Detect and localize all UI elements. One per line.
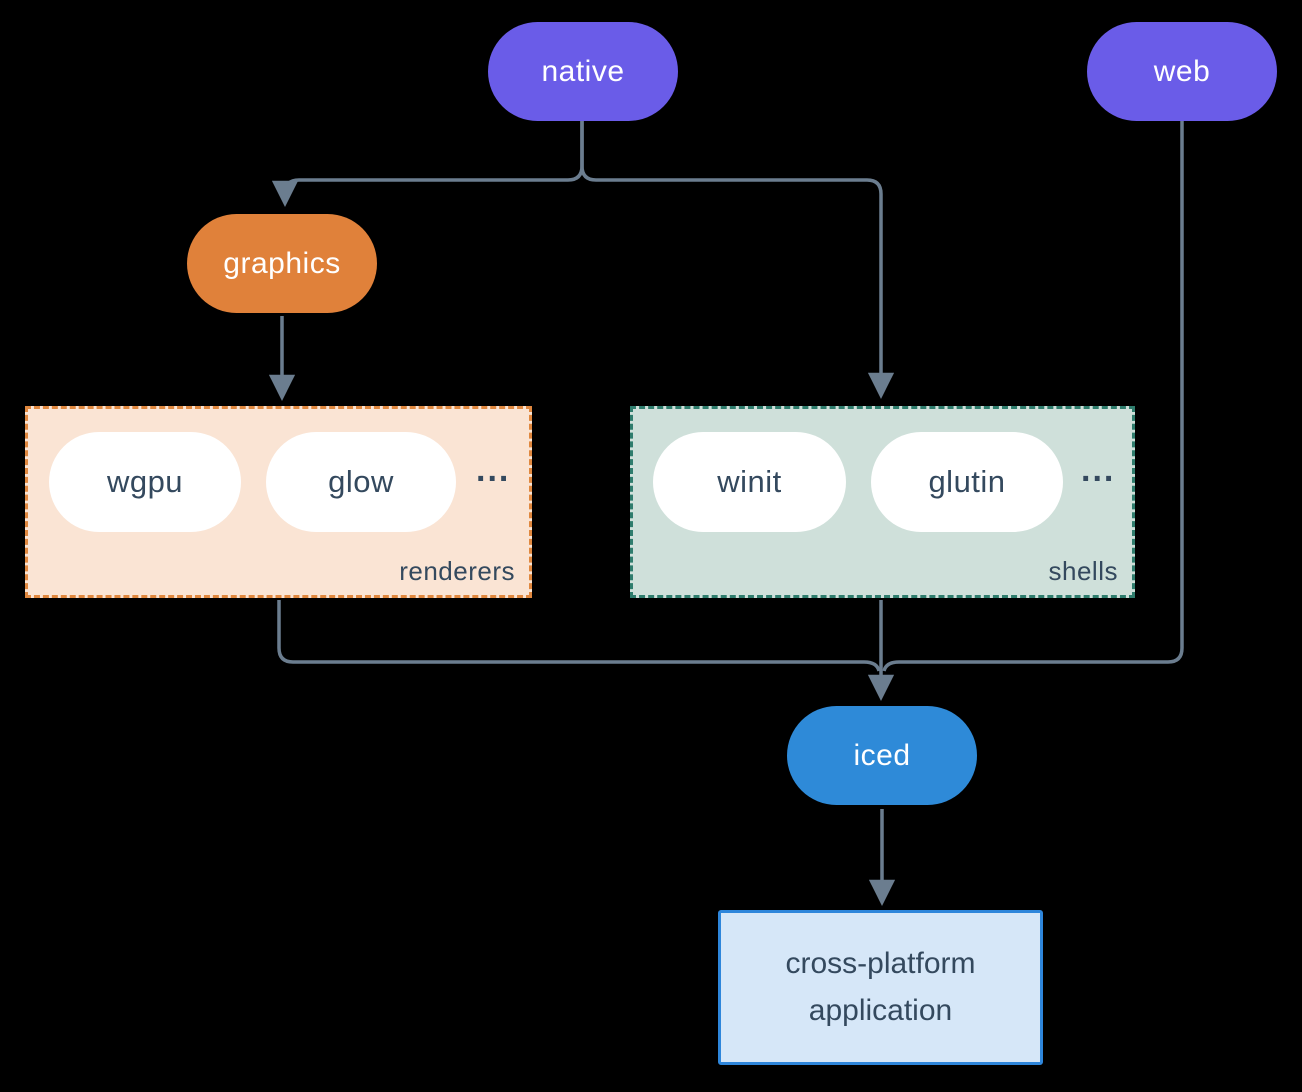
- node-glutin-label: glutin: [928, 464, 1006, 499]
- node-wgpu-label: wgpu: [106, 464, 184, 499]
- node-winit-label: winit: [717, 464, 782, 499]
- node-cross-platform-application: cross-platform application: [718, 910, 1043, 1065]
- shells-ellipsis: ...: [1081, 451, 1116, 489]
- node-iced-label: iced: [853, 738, 911, 772]
- node-application-label: cross-platform application: [785, 947, 976, 1027]
- node-native: native: [488, 22, 678, 121]
- node-glow: glow: [266, 432, 456, 532]
- node-web: web: [1087, 22, 1277, 121]
- connector-native-to-shells: [580, 121, 895, 399]
- node-graphics-label: graphics: [223, 246, 341, 280]
- renderers-ellipsis: ...: [476, 451, 511, 489]
- node-glutin: glutin: [871, 432, 1063, 532]
- node-graphics: graphics: [187, 214, 377, 313]
- node-native-label: native: [541, 54, 625, 88]
- renderers-group-label: renderers: [399, 556, 515, 586]
- node-winit: winit: [653, 432, 846, 532]
- node-glow-label: glow: [328, 464, 394, 499]
- node-wgpu: wgpu: [49, 432, 241, 532]
- group-renderers: wgpu glow ... renderers: [25, 406, 532, 598]
- shells-group-label: shells: [1048, 556, 1118, 586]
- node-iced: iced: [787, 706, 977, 805]
- connector-native-to-graphics: [271, 121, 584, 207]
- connector-web-to-merge: [882, 121, 1184, 672]
- group-shells: winit glutin ... shells: [630, 406, 1135, 598]
- connector-renderers-to-merge: [277, 600, 881, 672]
- node-web-label: web: [1153, 54, 1211, 88]
